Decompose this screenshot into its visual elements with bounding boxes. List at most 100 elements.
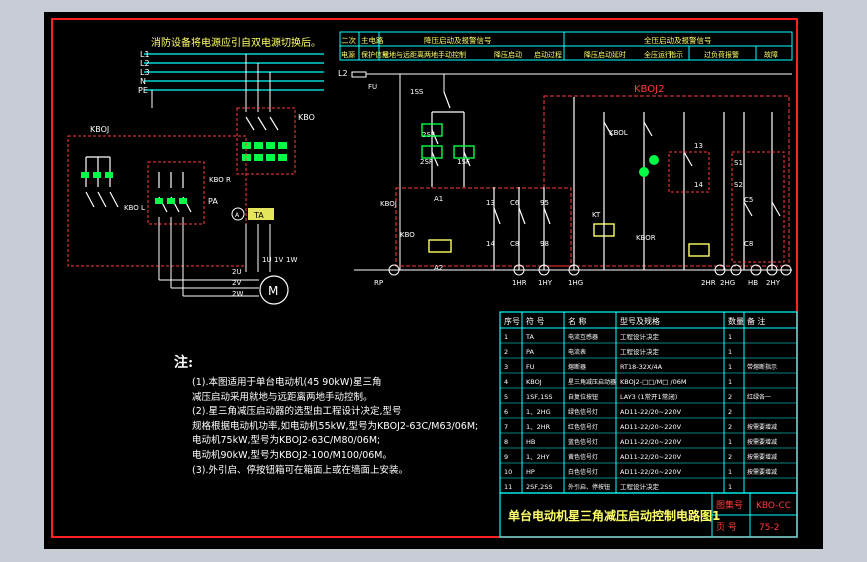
notes-block: (1).本图适用于单台电动机(45 90kW)星三角 减压启动采用就地与远距离两… — [192, 376, 522, 478]
w2-label: 2W — [232, 290, 243, 298]
main-feeders — [151, 54, 271, 112]
table-cell: 红绿各一 — [747, 393, 771, 401]
table-cell: 电流互感器 — [568, 333, 598, 341]
table-cell: 带熔断指示 — [747, 363, 777, 371]
timer-symbol — [639, 167, 649, 177]
signal-lamps — [388, 264, 792, 276]
note-line: 规格根据电动机功率,如电动机55kW,型号为KBOJ2-63C/M63/06M; — [192, 420, 479, 432]
table-header-cell: 符 号 — [526, 316, 545, 326]
table-cell: 按需要增减 — [747, 453, 777, 461]
table-header-cell: 名 称 — [568, 316, 587, 326]
ta-box — [248, 208, 274, 220]
drawing-title: 单台电动机星三角减压启动控制电路图1 — [508, 508, 720, 523]
c5-label: C5 — [744, 196, 753, 204]
header-protect: 保护信号 — [361, 50, 389, 59]
table-cell: HP — [526, 468, 535, 476]
table-cell: 1、2HG — [526, 408, 551, 416]
atlas-no-value: KBO-CC — [756, 501, 791, 511]
table-cell: 1 — [728, 333, 732, 341]
1hy-label: 1HY — [538, 279, 553, 287]
table-cell: 工程设计决定 — [620, 347, 660, 356]
table-cell: TA — [525, 333, 534, 341]
table-cell: 1 — [728, 348, 732, 356]
notes-title: 注: — [174, 355, 194, 371]
table-cell: HB — [526, 438, 535, 446]
supply-note: 消防设备将电源应引自双电源切换后。 — [151, 36, 321, 49]
fu-label: FU — [368, 83, 377, 91]
table-cell: 工程设计决定 — [620, 482, 660, 491]
table-cell: 按需要增减 — [747, 438, 777, 446]
table-cell: AD11-22/20~220V — [620, 468, 682, 476]
l2-label: L2 — [338, 69, 348, 78]
header-secondary: 二次 — [341, 35, 356, 45]
table-cell: 外引启、停按钮 — [568, 483, 610, 491]
v2-label: 2V — [232, 279, 241, 287]
kbo-ctrl-label: KBO — [400, 231, 415, 239]
a1-label: A1 — [434, 195, 443, 203]
table-cell: KBOJ — [526, 378, 542, 386]
fuse-symbol — [351, 71, 367, 78]
1hr-label: 1HR — [512, 279, 527, 287]
table-cell: 1、2HY — [526, 453, 550, 461]
kbor-block — [147, 161, 205, 225]
header-main-circuit: 主电路 — [361, 35, 384, 45]
note-line: 电动机75kW,型号为KBOJ2-63C/M80/06M; — [192, 435, 381, 447]
kboj-star-contacts — [85, 156, 119, 208]
motor-leads — [158, 217, 271, 297]
note-line: (1).本图适用于单台电动机(45 90kW)星三角 — [192, 377, 382, 388]
page-no-label: 页 号 — [716, 522, 737, 533]
bus-label-l1: L1 — [140, 50, 150, 59]
timer-symbol-2 — [649, 155, 659, 165]
kbor-coil — [688, 243, 710, 257]
table-cell: 2 — [728, 423, 732, 431]
header-manual: 就地与远距离两地手动控制 — [382, 50, 466, 59]
header-power: 电源 — [341, 50, 355, 59]
atlas-no-label: 图集号 — [716, 499, 743, 511]
table-cell: 1 — [728, 483, 732, 491]
rp-label: RP — [374, 279, 383, 287]
kbol-ctrl-label: KBOL — [609, 129, 628, 137]
note-line: (3).外引启、停按钮箱可在箱面上或在墙面上安装。 — [192, 464, 408, 476]
2sf-label: 2SF — [420, 158, 433, 166]
u2-label: 2U — [232, 268, 242, 276]
kboj-blocks — [81, 172, 113, 178]
2ss-button-frame — [421, 123, 443, 137]
c6-label: C6 — [510, 199, 520, 207]
header-full-start: 全压启动及报警信号 — [644, 35, 712, 45]
n95-label: 95 — [540, 199, 549, 207]
2hg-label: 2HG — [720, 279, 735, 287]
n13b-label: 13 — [694, 142, 703, 150]
ammeter-icon: A — [235, 212, 240, 219]
bus-label-n: N — [140, 77, 146, 86]
table-cell: 1 — [728, 438, 732, 446]
table-cell: 黄色信号灯 — [568, 453, 598, 461]
table-cell: AD11-22/20~220V — [620, 408, 682, 416]
header-delay: 降压启动延时 — [584, 50, 626, 59]
1ss-label: 1SS — [410, 88, 424, 96]
note-line: (2).星三角减压启动器的选型由工程设计决定,型号 — [192, 406, 402, 418]
table-cell: 1 — [728, 363, 732, 371]
table-cell: 2 — [504, 348, 508, 356]
kboj2-block — [543, 95, 790, 267]
header-fault: 故障 — [764, 50, 778, 59]
table-cell: 熔断器 — [568, 363, 586, 371]
bus-label-l3: L3 — [140, 68, 150, 77]
u1-label: 1U — [262, 256, 272, 264]
kboj-ctrl-block — [395, 187, 572, 267]
right-contacts — [573, 97, 781, 270]
kt-label: KT — [592, 211, 601, 219]
v1-label: 1V — [274, 256, 283, 264]
table-cell: 按需要增减 — [747, 423, 777, 431]
table-cell: 1 — [728, 468, 732, 476]
kbor-fuse — [155, 198, 187, 204]
table-cell: 蓝色信号灯 — [568, 438, 598, 446]
note-line: 电动机90kW,型号为KBOJ2-100/M100/06M。 — [192, 449, 392, 461]
header-indicate: 指示 — [669, 50, 683, 59]
sheet-border — [51, 18, 798, 538]
kboj2-label: KBOJ2 — [634, 84, 664, 95]
title-block — [499, 492, 798, 538]
n14b-label: 14 — [694, 181, 703, 189]
2hr-label: 2HR — [701, 279, 716, 287]
table-header-cell: 型号及规格 — [620, 316, 660, 326]
table-cell: 8 — [504, 438, 508, 446]
